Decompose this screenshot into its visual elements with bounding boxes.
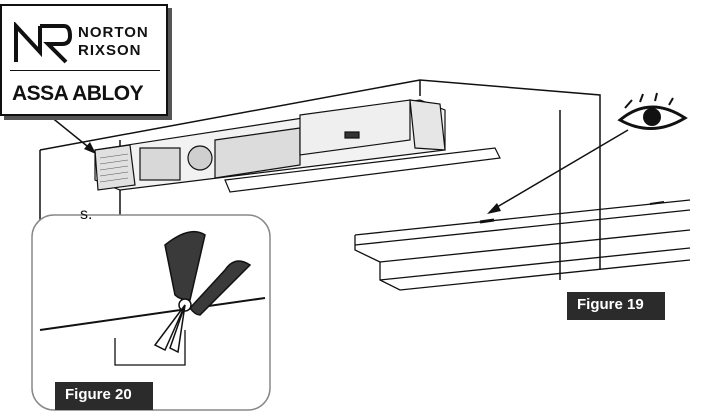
eye-pointer-arrow [487, 129, 629, 214]
figure-20-label: Figure 20 [55, 382, 153, 410]
figure-19-label: Figure 19 [567, 292, 665, 320]
logo-divider [10, 70, 160, 71]
logo-pointer-arrow [44, 111, 96, 154]
logo-line-rixson: RIXSON [78, 42, 142, 59]
door-closer [94, 99, 501, 193]
cropped-text: s. [80, 206, 93, 223]
vent-grille [99, 153, 129, 183]
norton-rixson-logo: NORTON RIXSON ASSA ABLOY [0, 4, 168, 116]
cover-channel [354, 199, 691, 291]
nr-monogram-icon [14, 22, 72, 64]
pliers-icon [153, 230, 252, 354]
inset-panel [31, 214, 271, 411]
logo-brand: ASSA ABLOY [12, 82, 144, 105]
logo-line-norton: NORTON [78, 24, 149, 41]
eye-icon [617, 92, 688, 130]
